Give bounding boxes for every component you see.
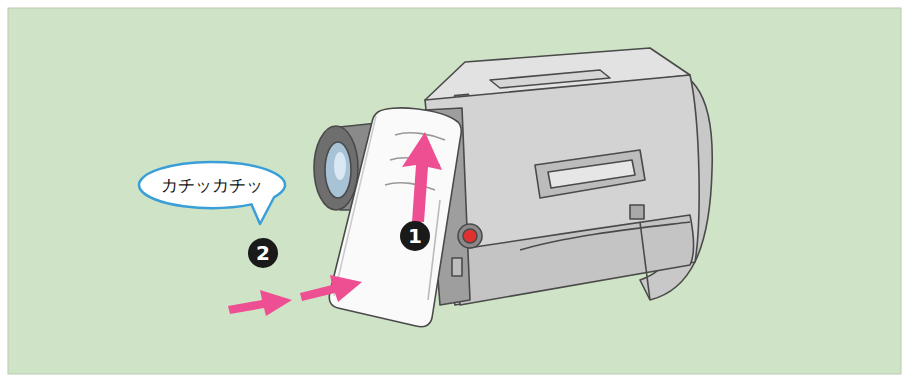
slide-up-arrow [402, 132, 442, 222]
callout-number: 2 [248, 238, 278, 268]
push-arrow [228, 290, 292, 316]
battery-pack [329, 108, 461, 327]
push-arrow [300, 275, 362, 302]
bubble-text: カチッカチッ [137, 160, 287, 210]
speech-bubble: カチッカチッ [137, 160, 287, 210]
background-panel [8, 8, 901, 374]
callout-number: 1 [400, 221, 430, 251]
